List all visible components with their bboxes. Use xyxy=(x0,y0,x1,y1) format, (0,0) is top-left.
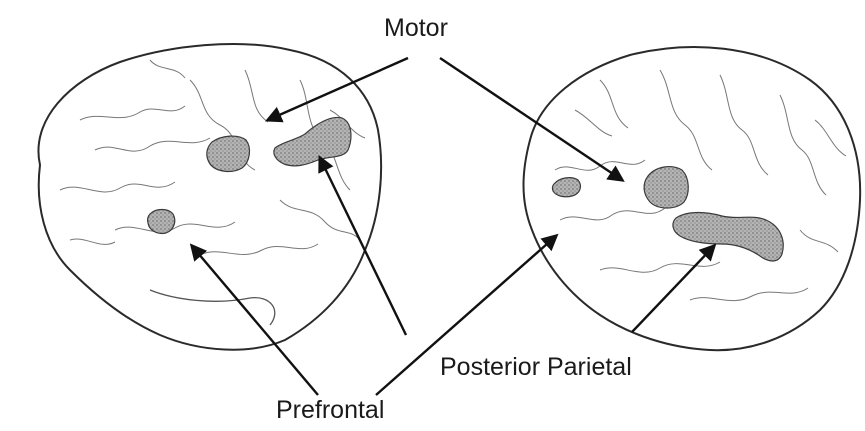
left-brain xyxy=(38,44,381,350)
left-motor-region xyxy=(207,136,250,171)
label-motor: Motor xyxy=(384,16,448,41)
left-prefrontal-region xyxy=(148,210,175,234)
right-motor-region xyxy=(644,167,688,208)
right-brain xyxy=(524,47,861,350)
left-brain-outline xyxy=(38,44,381,350)
label-posterior-parietal: Posterior Parietal xyxy=(440,355,632,380)
right-brain-outline xyxy=(524,47,861,350)
label-prefrontal: Prefrontal xyxy=(276,398,384,423)
